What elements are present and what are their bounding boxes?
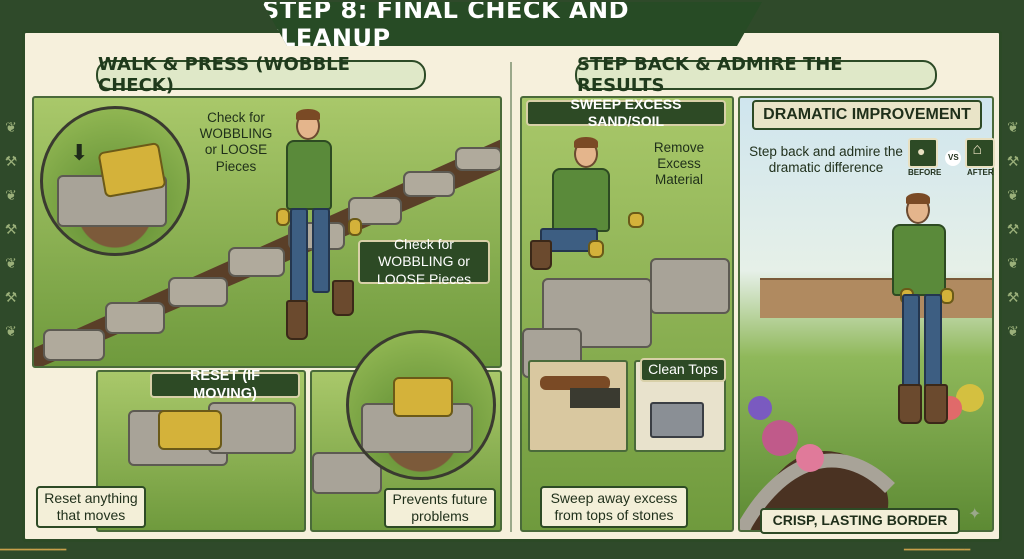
step-back-banner: STEP BACK & ADMIRE THE RESULTS: [575, 54, 937, 96]
reset-caption: Reset anything that moves: [36, 486, 146, 528]
vs-label: VS: [945, 149, 962, 166]
sweep-caption: Sweep away excess from tops of stones: [540, 486, 688, 528]
brush-closeup: [528, 360, 628, 452]
reset-banner: RESET (IF MOVING): [150, 368, 300, 402]
sparkle-icon: ✦: [968, 506, 982, 523]
walk-press-banner: WALK & PRESS (WOBBLE CHECK): [96, 54, 426, 96]
secure-stone-closeup-circle: [346, 330, 496, 480]
check-wobble-box: Check for WOBBLING or LOOSE Pieces: [358, 236, 490, 287]
crisp-banner: CRISP, LASTING BORDER: [760, 508, 960, 534]
left-garden-tools-decoration: ❦⚒❦⚒❦⚒❦: [4, 119, 18, 339]
before-label: BEFORE: [908, 168, 942, 177]
after-label: AFTER: [967, 168, 994, 177]
check-top-label: Check for WOBBLING or LOOSE Pieces: [199, 110, 273, 174]
section-divider: [510, 62, 512, 532]
bottom-left-tools-decoration: ━━━━━━━━━━━: [0, 545, 67, 556]
right-garden-tools-decoration: ❦⚒❦⚒❦⚒❦: [1006, 119, 1020, 339]
remove-excess-label: Remove Excess Material: [653, 140, 705, 188]
dramatic-banner: DRAMATIC IMPROVEMENT: [752, 100, 982, 130]
prevents-caption: Prevents future problems: [384, 488, 496, 528]
before-after-comparison: ● BEFORE VS ⌂ AFTER: [908, 138, 996, 177]
wobble-closeup-circle: [40, 106, 190, 256]
sweep-banner: SWEEP EXCESS SAND/SOIL: [526, 96, 726, 129]
person-icon: ●: [908, 138, 938, 168]
admire-text: Step back and admire the dramatic differ…: [749, 144, 903, 176]
house-icon: ⌂: [965, 138, 996, 168]
bottom-right-tools-decoration: ━━━━━━━━━━━: [904, 545, 971, 556]
down-arrow-icon: ⬇: [70, 140, 89, 165]
clean-tops-label: Clean Tops: [640, 358, 726, 382]
page-title: STEP 8: FINAL CHECK AND CLEANUP: [262, 2, 762, 46]
